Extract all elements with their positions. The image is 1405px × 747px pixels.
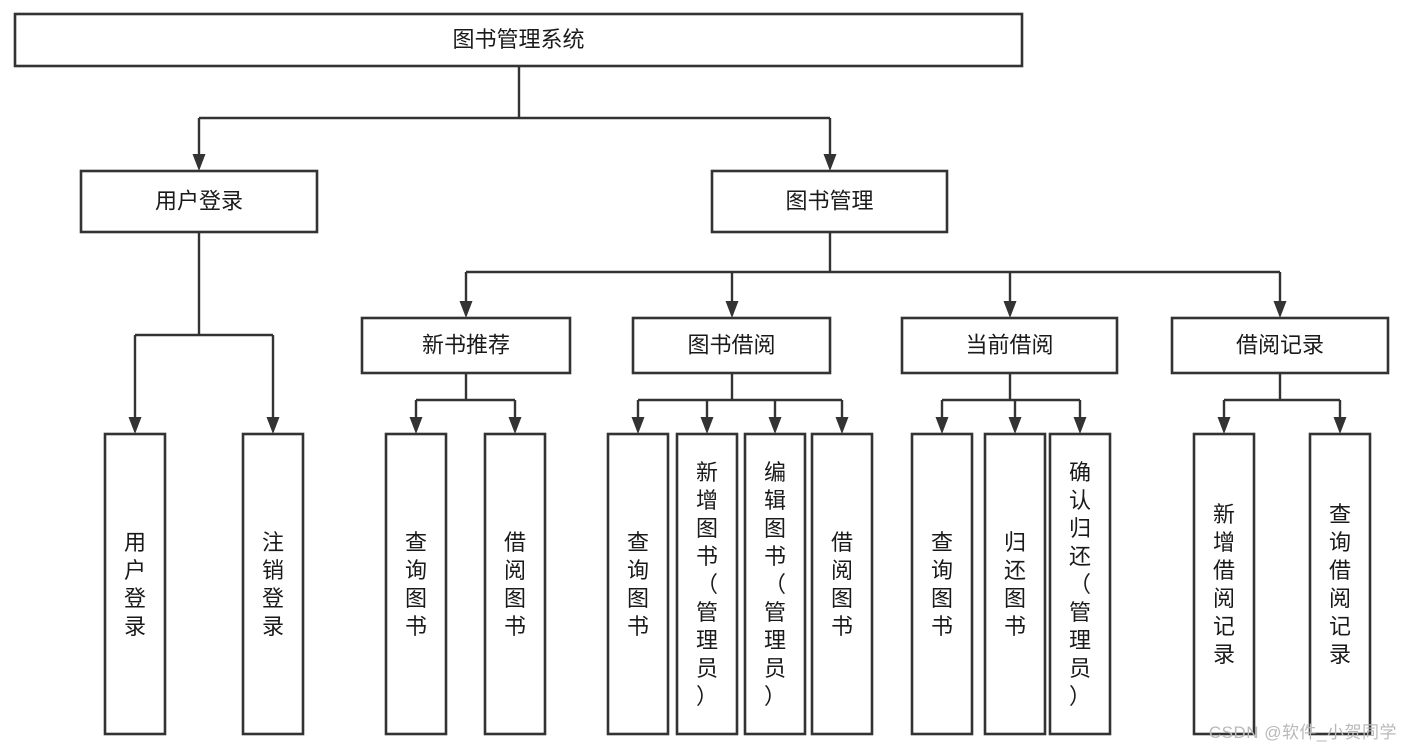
node-label-book-borrow: 图书借阅 <box>687 332 775 357</box>
arrow-head-icon <box>823 154 837 171</box>
node-leaf-query-record[interactable]: 查询借阅记录 <box>1308 432 1372 736</box>
node-layer: 图书管理系统用户登录图书管理新书推荐图书借阅当前借阅借阅记录用户登录注销登录查询… <box>13 12 1390 736</box>
node-leaf-add-book[interactable]: 新增图书（管理员） <box>675 432 739 736</box>
node-borrow-record[interactable]: 借阅记录 <box>1170 316 1390 375</box>
arrow-head-icon <box>700 417 714 434</box>
node-label-leaf-query-book-borrow: 查询图书 <box>627 530 649 639</box>
node-label-new-book-rec: 新书推荐 <box>422 332 510 357</box>
edge-group-bookborrow-to-leaves <box>631 373 849 434</box>
node-leaf-logout[interactable]: 注销登录 <box>241 432 305 736</box>
node-leaf-borrow-book[interactable]: 借阅图书 <box>810 432 874 736</box>
edge-group-userlogin-to-leaves <box>128 232 280 434</box>
arrow-head-icon <box>768 417 782 434</box>
node-label-leaf-query-book-cur: 查询图书 <box>931 530 953 639</box>
arrow-head-icon <box>725 301 739 318</box>
node-root[interactable]: 图书管理系统 <box>13 12 1024 68</box>
edge-layer <box>128 66 1347 434</box>
node-box-leaf-query-record[interactable] <box>1308 432 1372 736</box>
node-label-book-manage: 图书管理 <box>785 188 873 213</box>
node-label-leaf-add-book: 新增图书（管理员） <box>696 460 718 709</box>
node-label-leaf-edit-book: 编辑图书（管理员） <box>764 460 786 709</box>
node-label-leaf-borrow-book-rec: 借阅图书 <box>504 530 526 639</box>
node-box-leaf-query-book-borrow[interactable] <box>606 432 670 736</box>
node-book-manage[interactable]: 图书管理 <box>710 169 949 234</box>
node-user-login[interactable]: 用户登录 <box>79 169 319 234</box>
edge-group-newbookrec-to-leaves <box>409 373 522 434</box>
node-label-leaf-return-book: 归还图书 <box>1004 530 1026 639</box>
arrow-head-icon <box>409 417 423 434</box>
csdn-watermark: CSDN @软件_小贺同学 <box>1208 723 1397 742</box>
arrow-head-icon <box>266 417 280 434</box>
node-box-root[interactable] <box>13 12 1024 68</box>
arrow-head-icon <box>631 417 645 434</box>
node-leaf-confirm-return[interactable]: 确认归还（管理员） <box>1048 432 1112 736</box>
node-box-leaf-return-book[interactable] <box>983 432 1047 736</box>
node-label-root: 图书管理系统 <box>452 27 584 52</box>
node-box-book-borrow[interactable] <box>631 316 832 375</box>
node-leaf-query-book-borrow[interactable]: 查询图书 <box>606 432 670 736</box>
arrow-head-icon <box>835 417 849 434</box>
node-leaf-borrow-book-rec[interactable]: 借阅图书 <box>483 432 547 736</box>
node-box-current-borrow[interactable] <box>900 316 1119 375</box>
arrow-head-icon <box>508 417 522 434</box>
node-box-leaf-edit-book[interactable] <box>743 432 807 736</box>
node-box-leaf-query-book-rec[interactable] <box>384 432 448 736</box>
node-label-leaf-borrow-book: 借阅图书 <box>831 530 853 639</box>
arrow-head-icon <box>935 417 949 434</box>
node-box-book-manage[interactable] <box>710 169 949 234</box>
arrow-head-icon <box>1333 417 1347 434</box>
node-label-leaf-query-record: 查询借阅记录 <box>1329 502 1351 667</box>
arrow-head-icon <box>459 301 473 318</box>
node-leaf-user-login[interactable]: 用户登录 <box>103 432 167 736</box>
node-box-leaf-user-login[interactable] <box>103 432 167 736</box>
node-leaf-query-book-rec[interactable]: 查询图书 <box>384 432 448 736</box>
arrow-head-icon <box>192 154 206 171</box>
arrow-head-icon <box>1217 417 1231 434</box>
node-leaf-add-record[interactable]: 新增借阅记录 <box>1192 432 1256 736</box>
arrow-head-icon <box>1273 301 1287 318</box>
node-box-leaf-logout[interactable] <box>241 432 305 736</box>
node-box-borrow-record[interactable] <box>1170 316 1390 375</box>
node-leaf-query-book-cur[interactable]: 查询图书 <box>910 432 974 736</box>
edge-group-borrowrecord-to-leaves <box>1217 373 1347 434</box>
edge-group-root-to-level1 <box>192 66 837 171</box>
node-box-leaf-add-record[interactable] <box>1192 432 1256 736</box>
node-box-leaf-query-book-cur[interactable] <box>910 432 974 736</box>
arrow-head-icon <box>1008 417 1022 434</box>
node-leaf-return-book[interactable]: 归还图书 <box>983 432 1047 736</box>
node-box-new-book-rec[interactable] <box>360 316 572 375</box>
node-label-user-login: 用户登录 <box>155 188 243 213</box>
arrow-head-icon <box>128 417 142 434</box>
edge-group-currentborrow-to-leaves <box>935 373 1087 434</box>
node-box-user-login[interactable] <box>79 169 319 234</box>
node-label-leaf-query-book-rec: 查询图书 <box>405 530 427 639</box>
node-label-leaf-user-login: 用户登录 <box>124 530 146 639</box>
node-label-leaf-add-record: 新增借阅记录 <box>1213 502 1235 667</box>
node-leaf-edit-book[interactable]: 编辑图书（管理员） <box>743 432 807 736</box>
node-box-leaf-add-book[interactable] <box>675 432 739 736</box>
arrow-head-icon <box>1073 417 1087 434</box>
node-new-book-rec[interactable]: 新书推荐 <box>360 316 572 375</box>
node-box-leaf-borrow-book[interactable] <box>810 432 874 736</box>
arrow-head-icon <box>1003 301 1017 318</box>
node-box-leaf-confirm-return[interactable] <box>1048 432 1112 736</box>
node-box-leaf-borrow-book-rec[interactable] <box>483 432 547 736</box>
edge-group-bookmanage-to-level2 <box>459 232 1287 318</box>
node-label-current-borrow: 当前借阅 <box>965 332 1053 357</box>
node-label-borrow-record: 借阅记录 <box>1236 332 1324 357</box>
node-label-leaf-logout: 注销登录 <box>262 530 284 639</box>
node-current-borrow[interactable]: 当前借阅 <box>900 316 1119 375</box>
node-label-leaf-confirm-return: 确认归还（管理员） <box>1069 460 1091 709</box>
node-book-borrow[interactable]: 图书借阅 <box>631 316 832 375</box>
